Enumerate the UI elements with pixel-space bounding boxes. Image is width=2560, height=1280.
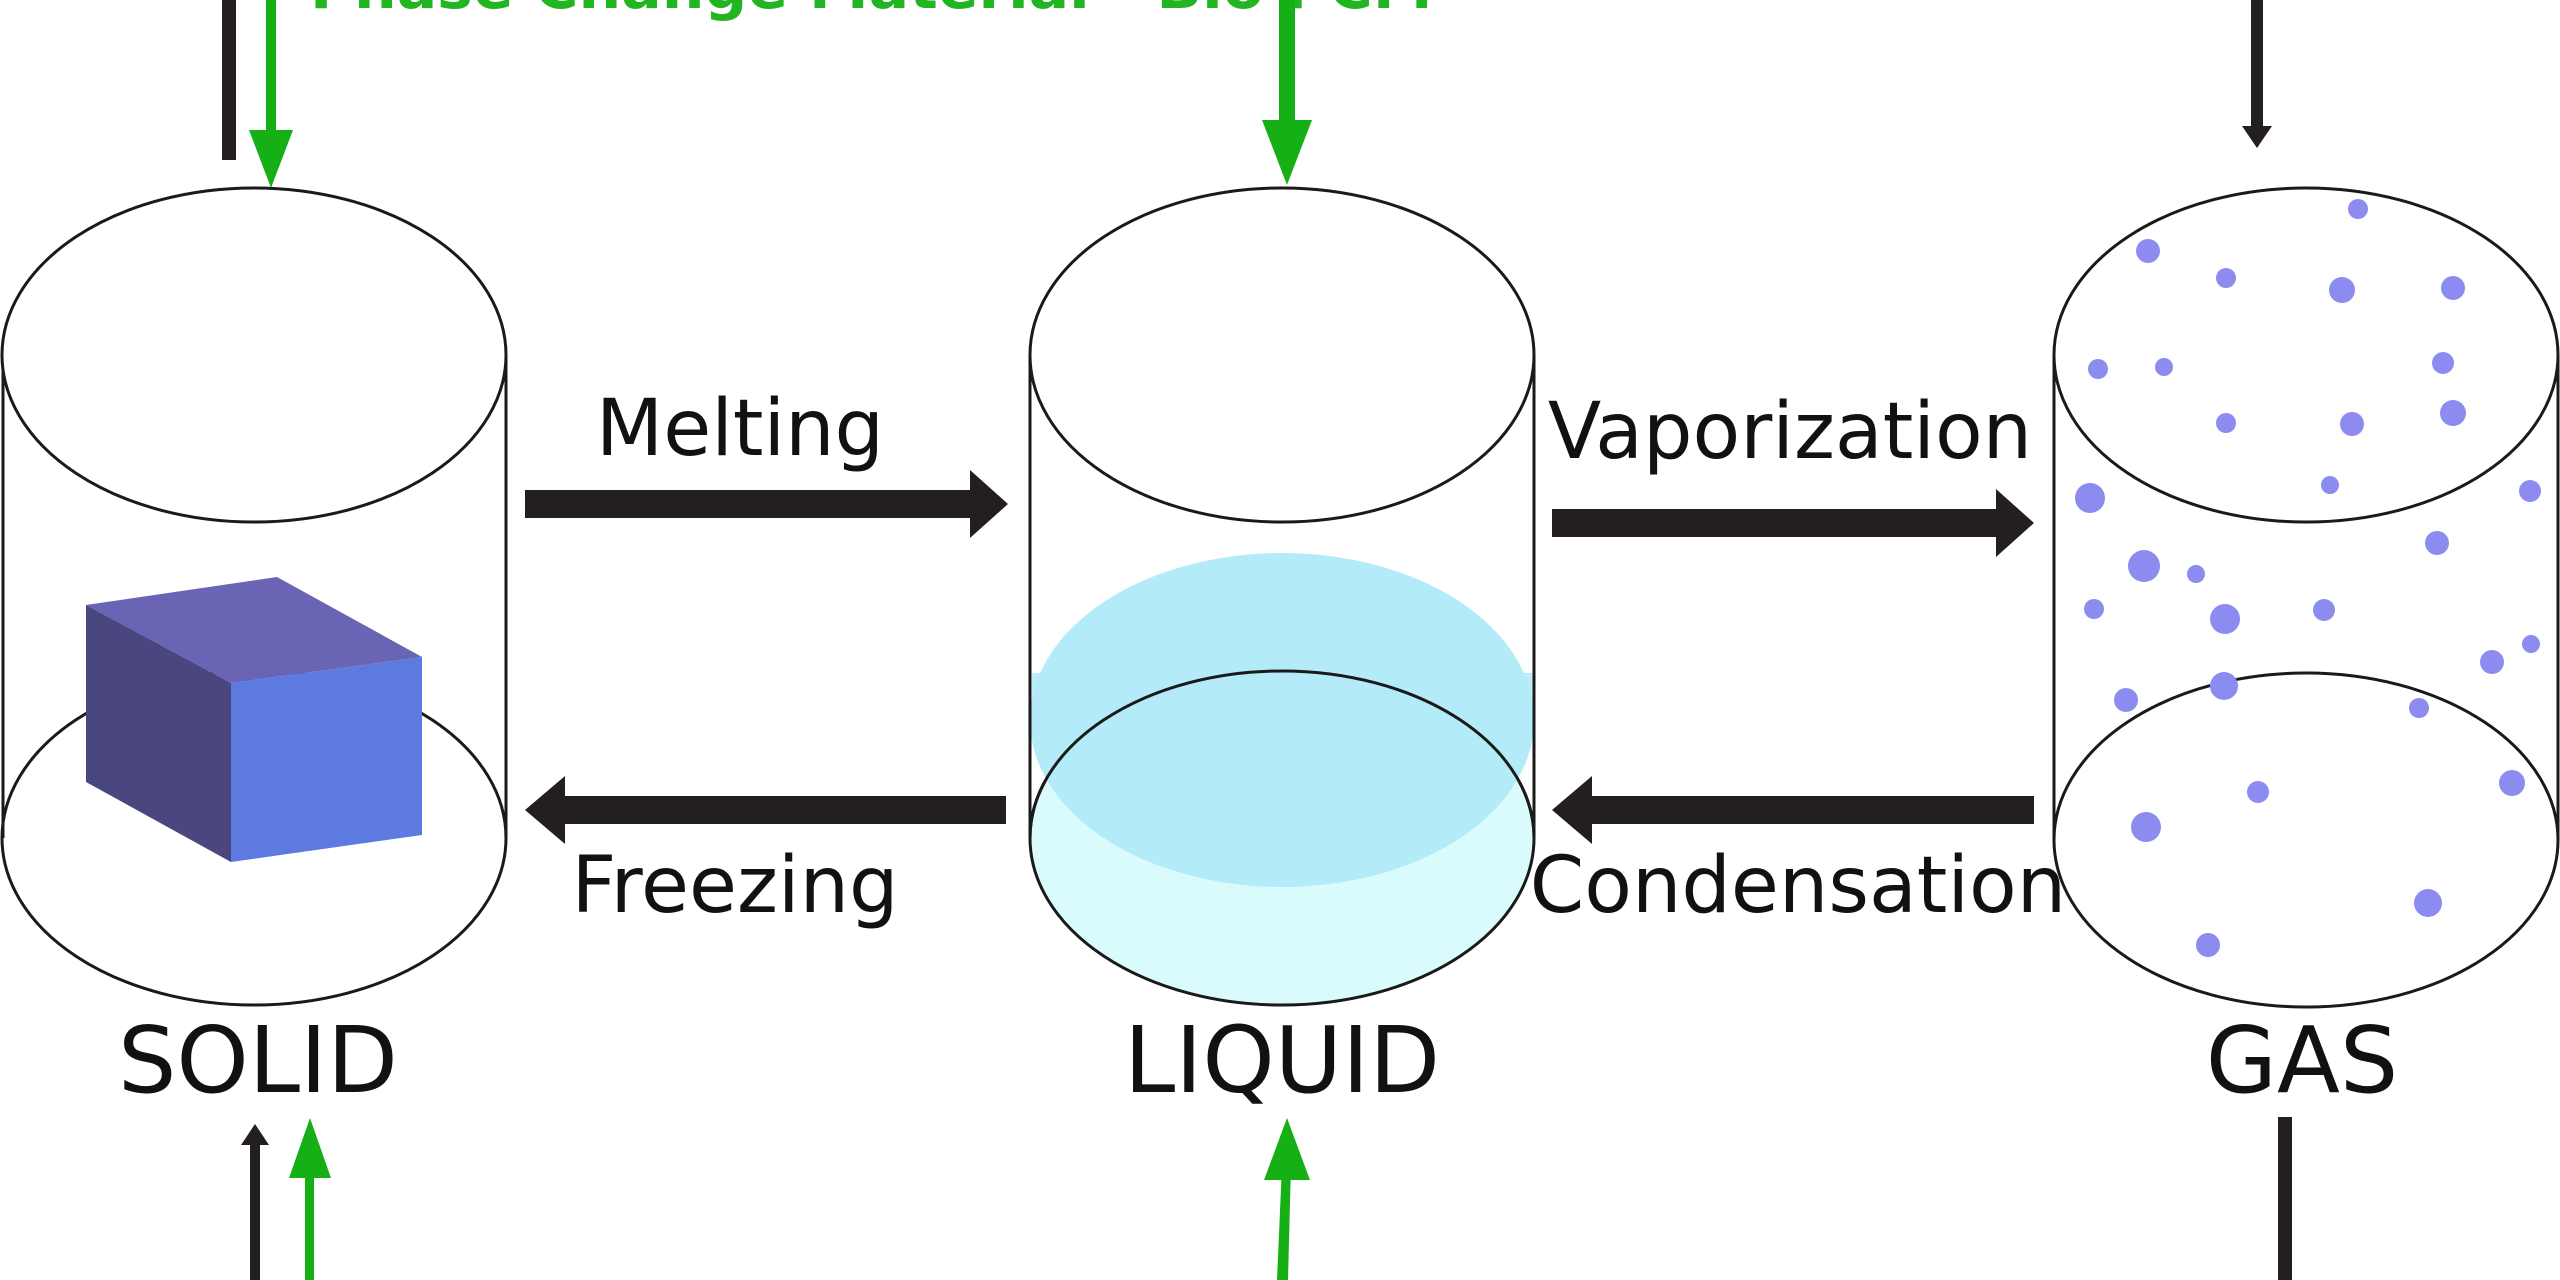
gas-particle: [2522, 635, 2540, 653]
gas-particle: [2075, 483, 2105, 513]
bottom-right-black-line: [2278, 1117, 2292, 1280]
liquid-surface: [1030, 553, 1534, 887]
gas-particle: [2440, 400, 2466, 426]
gas-particle: [2247, 781, 2269, 803]
gas-particle: [2136, 239, 2160, 263]
gas-particle: [2114, 688, 2138, 712]
gas-particle: [2128, 550, 2160, 582]
gas-particle: [2196, 933, 2220, 957]
condensation-label: Condensation: [1530, 841, 2066, 931]
vaporization-label: Vaporization: [1548, 387, 2032, 477]
gas-particles: [2075, 199, 2541, 957]
gas-particle: [2348, 199, 2368, 219]
melting-arrow: [525, 470, 1008, 538]
gas-particle: [2084, 599, 2104, 619]
gas-particle: [2313, 599, 2335, 621]
gas-particle: [2216, 413, 2236, 433]
condensation-arrow: [1552, 776, 2034, 844]
gas-particle: [2131, 812, 2161, 842]
gas-particle: [2155, 358, 2173, 376]
gas-particle: [2432, 352, 2454, 374]
gas-particle: [2480, 650, 2504, 674]
freezing-arrow: [525, 776, 1006, 844]
solid-cube: [86, 577, 422, 862]
bottom-left-black-arrow: [241, 1124, 269, 1280]
gas-particle: [2414, 889, 2442, 917]
solid-cylinder-top: [0, 186, 508, 524]
gas-particle: [2519, 480, 2541, 502]
liquid-label: LIQUID: [1124, 1007, 1440, 1114]
gas-particle: [2088, 359, 2108, 379]
top-left-green-arrow: [249, 0, 293, 188]
vaporization-arrow: [1552, 489, 2034, 557]
gas-particle: [2441, 276, 2465, 300]
solid-label: SOLID: [118, 1007, 398, 1114]
bottom-left-green-arrow: [289, 1118, 331, 1280]
gas-particle: [2321, 476, 2339, 494]
gas-particle: [2329, 277, 2355, 303]
freezing-label: Freezing: [571, 841, 898, 931]
gas-particle: [2216, 268, 2236, 288]
header-text: Phase Change Material - Bio PCM: [310, 0, 1433, 23]
gas-particle: [2210, 672, 2238, 700]
gas-particle: [2340, 412, 2364, 436]
melting-label: Melting: [596, 384, 884, 474]
gas-particle: [2499, 770, 2525, 796]
gas-particle: [2409, 698, 2429, 718]
liquid-cylinder: [1028, 186, 1536, 1007]
gas-cylinder: [2052, 186, 2560, 1009]
top-middle-green-arrow: [1262, 0, 1312, 185]
top-left-black-line: [222, 0, 236, 160]
gas-label: GAS: [2206, 1007, 2399, 1114]
gas-particle: [2425, 531, 2449, 555]
gas-particle: [2187, 565, 2205, 583]
bottom-middle-green-arrow: [1264, 1118, 1310, 1280]
gas-particle: [2210, 604, 2240, 634]
top-right-black-arrow: [2242, 0, 2272, 148]
